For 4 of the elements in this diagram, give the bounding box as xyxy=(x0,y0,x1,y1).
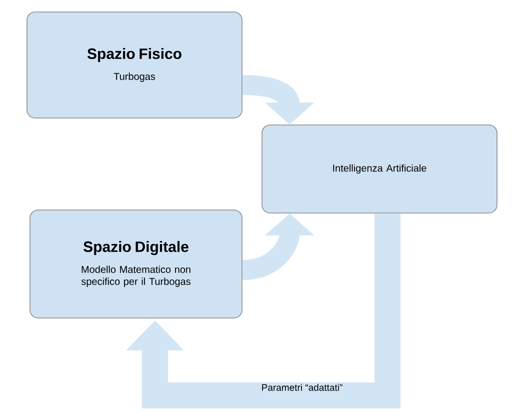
arrow xyxy=(126,213,400,408)
process-box: Spazio Fisico Turbogas xyxy=(26,12,242,118)
process-box: Spazio Digitale Modello Matematico non specifico per il Turbogas xyxy=(30,210,242,318)
process-box: Intelligenza Artificiale xyxy=(262,124,498,214)
